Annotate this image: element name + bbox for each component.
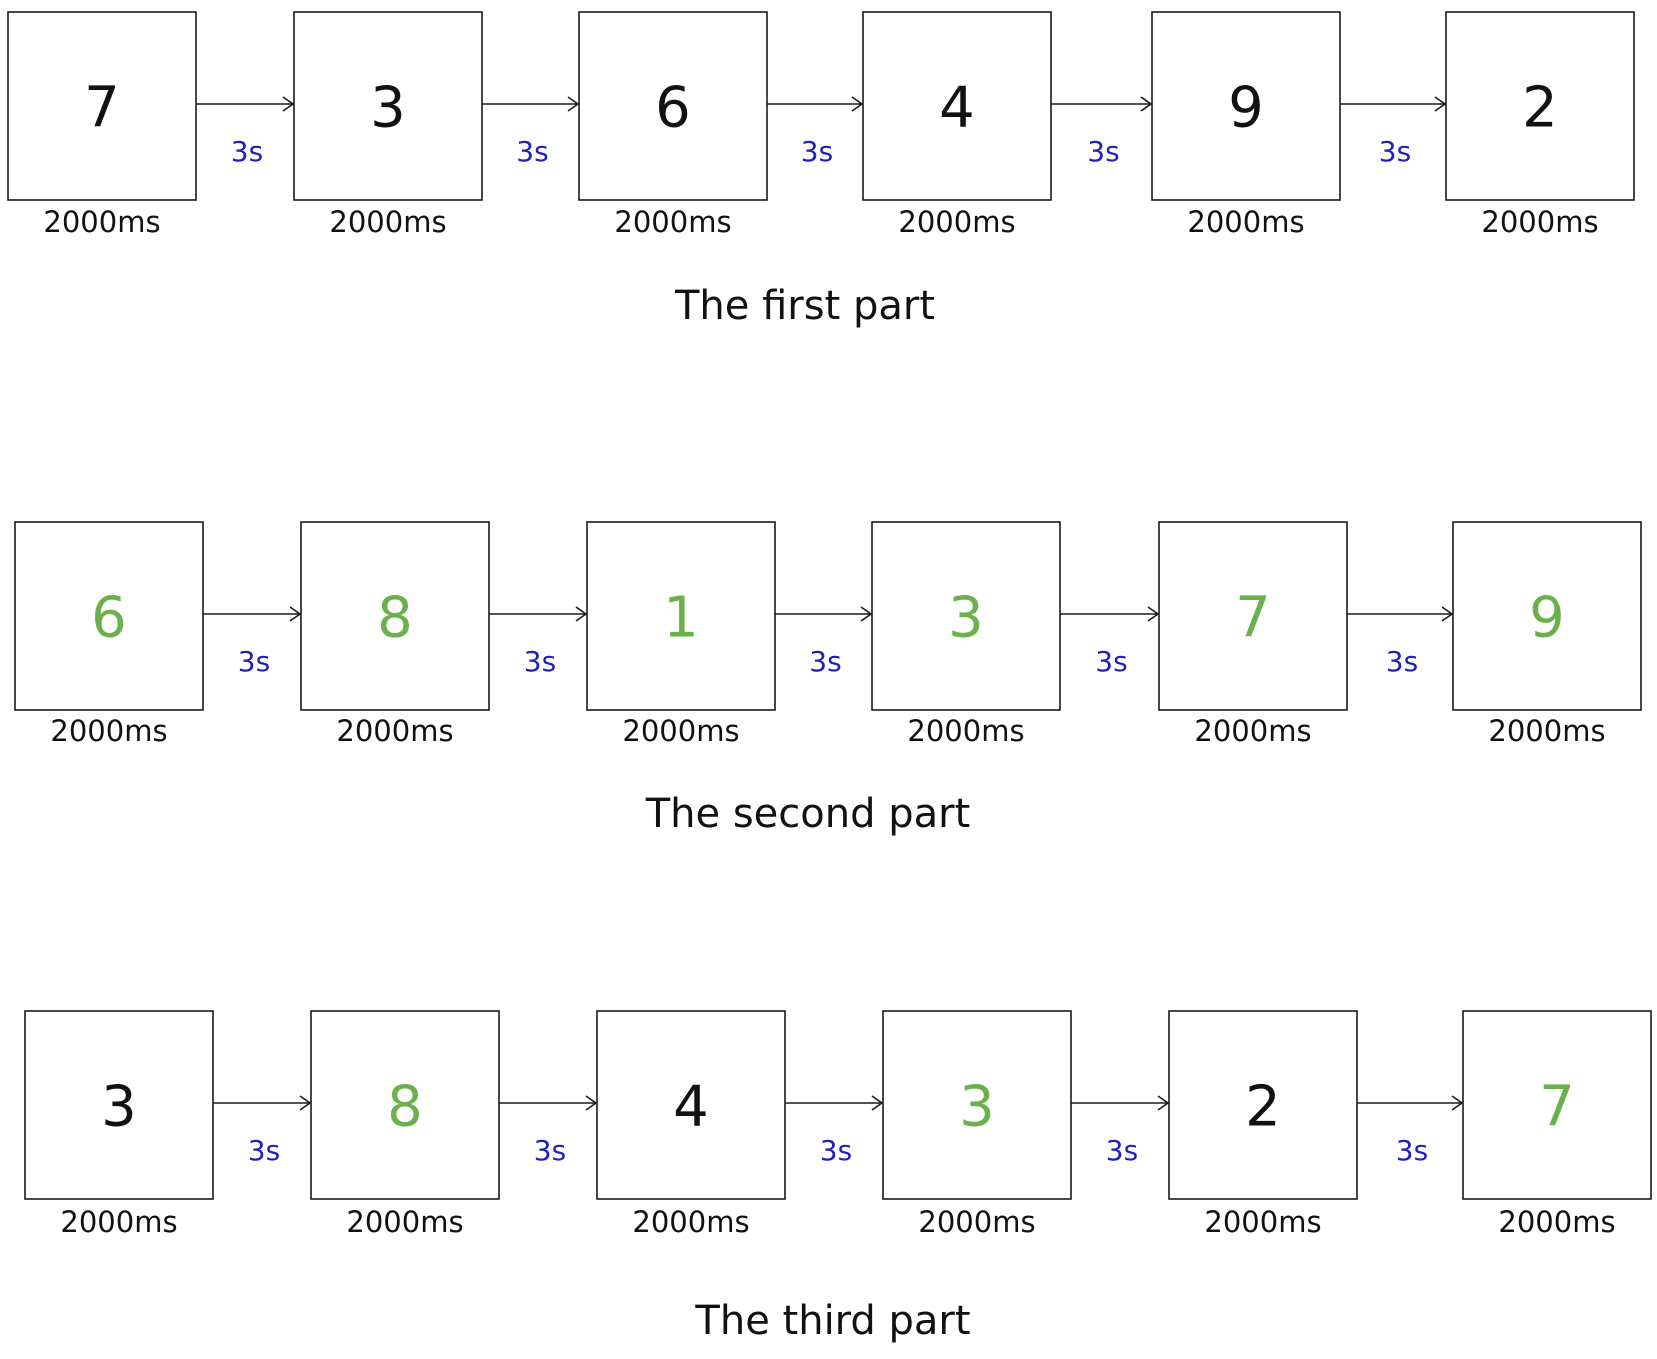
trial-box: 7 2000ms bbox=[1462, 1010, 1652, 1239]
stimulus-digit: 9 bbox=[1228, 76, 1264, 141]
stimulus-box-frame bbox=[1452, 521, 1642, 711]
stimulus-box-frame bbox=[1462, 1010, 1652, 1200]
trial-box: 7 2000ms bbox=[1158, 521, 1348, 748]
stimulus-digit: 6 bbox=[91, 586, 127, 651]
interval-label: 3s bbox=[516, 135, 548, 168]
trial-box: 8 2000ms bbox=[300, 521, 490, 748]
duration-label: 2000ms bbox=[50, 714, 167, 748]
stimulus-digit: 7 bbox=[1235, 586, 1271, 651]
stimulus-digit: 6 bbox=[655, 76, 691, 141]
interval-label: 3s bbox=[231, 135, 263, 168]
duration-label: 2000ms bbox=[43, 205, 160, 239]
stimulus-digit: 2 bbox=[1245, 1075, 1281, 1140]
stimulus-digit: 3 bbox=[370, 76, 406, 141]
stimulus-box-frame bbox=[1168, 1010, 1358, 1200]
stimulus-box-frame bbox=[7, 11, 197, 201]
interval-label: 3s bbox=[524, 645, 556, 678]
stimulus-box-frame bbox=[1158, 521, 1348, 711]
trial-box: 2 2000ms bbox=[1168, 1010, 1358, 1239]
duration-label: 2000ms bbox=[329, 205, 446, 239]
interval-label: 3s bbox=[248, 1134, 280, 1167]
stimulus-box-frame bbox=[1445, 11, 1635, 201]
trial-box: 3 2000ms bbox=[24, 1010, 214, 1239]
stimulus-digit: 7 bbox=[1539, 1075, 1575, 1140]
stimulus-digit: 3 bbox=[101, 1075, 137, 1140]
stimulus-box-frame bbox=[586, 521, 776, 711]
part-1-sequence: 7 2000ms 3 2000ms 6 2000ms 4 2000ms 9 2000ms 2 2000… bbox=[7, 11, 1635, 329]
stimulus-box-frame bbox=[1151, 11, 1341, 201]
part-3-sequence: 3 2000ms 8 2000ms 4 2000ms 3 2000ms 2 2000ms 7 2000… bbox=[24, 1010, 1652, 1344]
trial-box: 3 2000ms bbox=[871, 521, 1061, 748]
interval-label: 3s bbox=[534, 1134, 566, 1167]
trial-box: 3 2000ms bbox=[882, 1010, 1072, 1239]
stimulus-box-frame bbox=[310, 1010, 500, 1200]
duration-label: 2000ms bbox=[1204, 1205, 1321, 1239]
stimulus-digit: 1 bbox=[663, 586, 699, 651]
stimulus-box-frame bbox=[300, 521, 490, 711]
stimulus-digit: 7 bbox=[84, 76, 120, 141]
stimulus-digit: 9 bbox=[1529, 586, 1565, 651]
part-title: The first part bbox=[674, 283, 935, 329]
interval-label: 3s bbox=[1087, 135, 1119, 168]
trial-box: 9 2000ms bbox=[1452, 521, 1642, 748]
duration-label: 2000ms bbox=[898, 205, 1015, 239]
interval-label: 3s bbox=[1379, 135, 1411, 168]
stimulus-box-frame bbox=[882, 1010, 1072, 1200]
interval-label: 3s bbox=[1106, 1134, 1138, 1167]
duration-label: 2000ms bbox=[1488, 714, 1605, 748]
stimulus-box-frame bbox=[293, 11, 483, 201]
stimulus-box-frame bbox=[862, 11, 1052, 201]
trial-box: 6 2000ms bbox=[578, 11, 768, 239]
stimulus-digit: 4 bbox=[939, 76, 975, 141]
stimulus-digit: 8 bbox=[377, 586, 413, 651]
stimulus-digit: 3 bbox=[948, 586, 984, 651]
stimulus-box-frame bbox=[871, 521, 1061, 711]
stimulus-digit: 2 bbox=[1522, 76, 1558, 141]
duration-label: 2000ms bbox=[622, 714, 739, 748]
interval-label: 3s bbox=[238, 645, 270, 678]
stimulus-digit: 4 bbox=[673, 1075, 709, 1140]
part-title: The third part bbox=[694, 1298, 970, 1344]
duration-label: 2000ms bbox=[336, 714, 453, 748]
stimulus-box-frame bbox=[14, 521, 204, 711]
duration-label: 2000ms bbox=[632, 1205, 749, 1239]
duration-label: 2000ms bbox=[1194, 714, 1311, 748]
duration-label: 2000ms bbox=[918, 1205, 1035, 1239]
part-2-sequence: 6 2000ms 8 2000ms 1 2000ms 3 2000ms 7 2000ms 9 2000… bbox=[14, 521, 1642, 837]
trial-box: 4 2000ms bbox=[596, 1010, 786, 1239]
trial-box: 2 2000ms bbox=[1445, 11, 1635, 239]
stimulus-box-frame bbox=[596, 1010, 786, 1200]
part-title: The second part bbox=[645, 791, 971, 837]
duration-label: 2000ms bbox=[1481, 205, 1598, 239]
duration-label: 2000ms bbox=[1498, 1205, 1615, 1239]
stimulus-digit: 8 bbox=[387, 1075, 423, 1140]
stimulus-digit: 3 bbox=[959, 1075, 995, 1140]
trial-box: 9 2000ms bbox=[1151, 11, 1341, 239]
duration-label: 2000ms bbox=[907, 714, 1024, 748]
stimulus-box-frame bbox=[578, 11, 768, 201]
trial-box: 1 2000ms bbox=[586, 521, 776, 748]
trial-box: 7 2000ms bbox=[7, 11, 197, 239]
duration-label: 2000ms bbox=[614, 205, 731, 239]
interval-label: 3s bbox=[809, 645, 841, 678]
duration-label: 2000ms bbox=[60, 1205, 177, 1239]
interval-label: 3s bbox=[1396, 1134, 1428, 1167]
interval-label: 3s bbox=[1386, 645, 1418, 678]
trial-box: 4 2000ms bbox=[862, 11, 1052, 239]
interval-label: 3s bbox=[801, 135, 833, 168]
trial-box: 3 2000ms bbox=[293, 11, 483, 239]
trial-box: 6 2000ms bbox=[14, 521, 204, 748]
interval-label: 3s bbox=[820, 1134, 852, 1167]
interval-label: 3s bbox=[1095, 645, 1127, 678]
trial-box: 8 2000ms bbox=[310, 1010, 500, 1239]
stimulus-box-frame bbox=[24, 1010, 214, 1200]
duration-label: 2000ms bbox=[346, 1205, 463, 1239]
duration-label: 2000ms bbox=[1187, 205, 1304, 239]
